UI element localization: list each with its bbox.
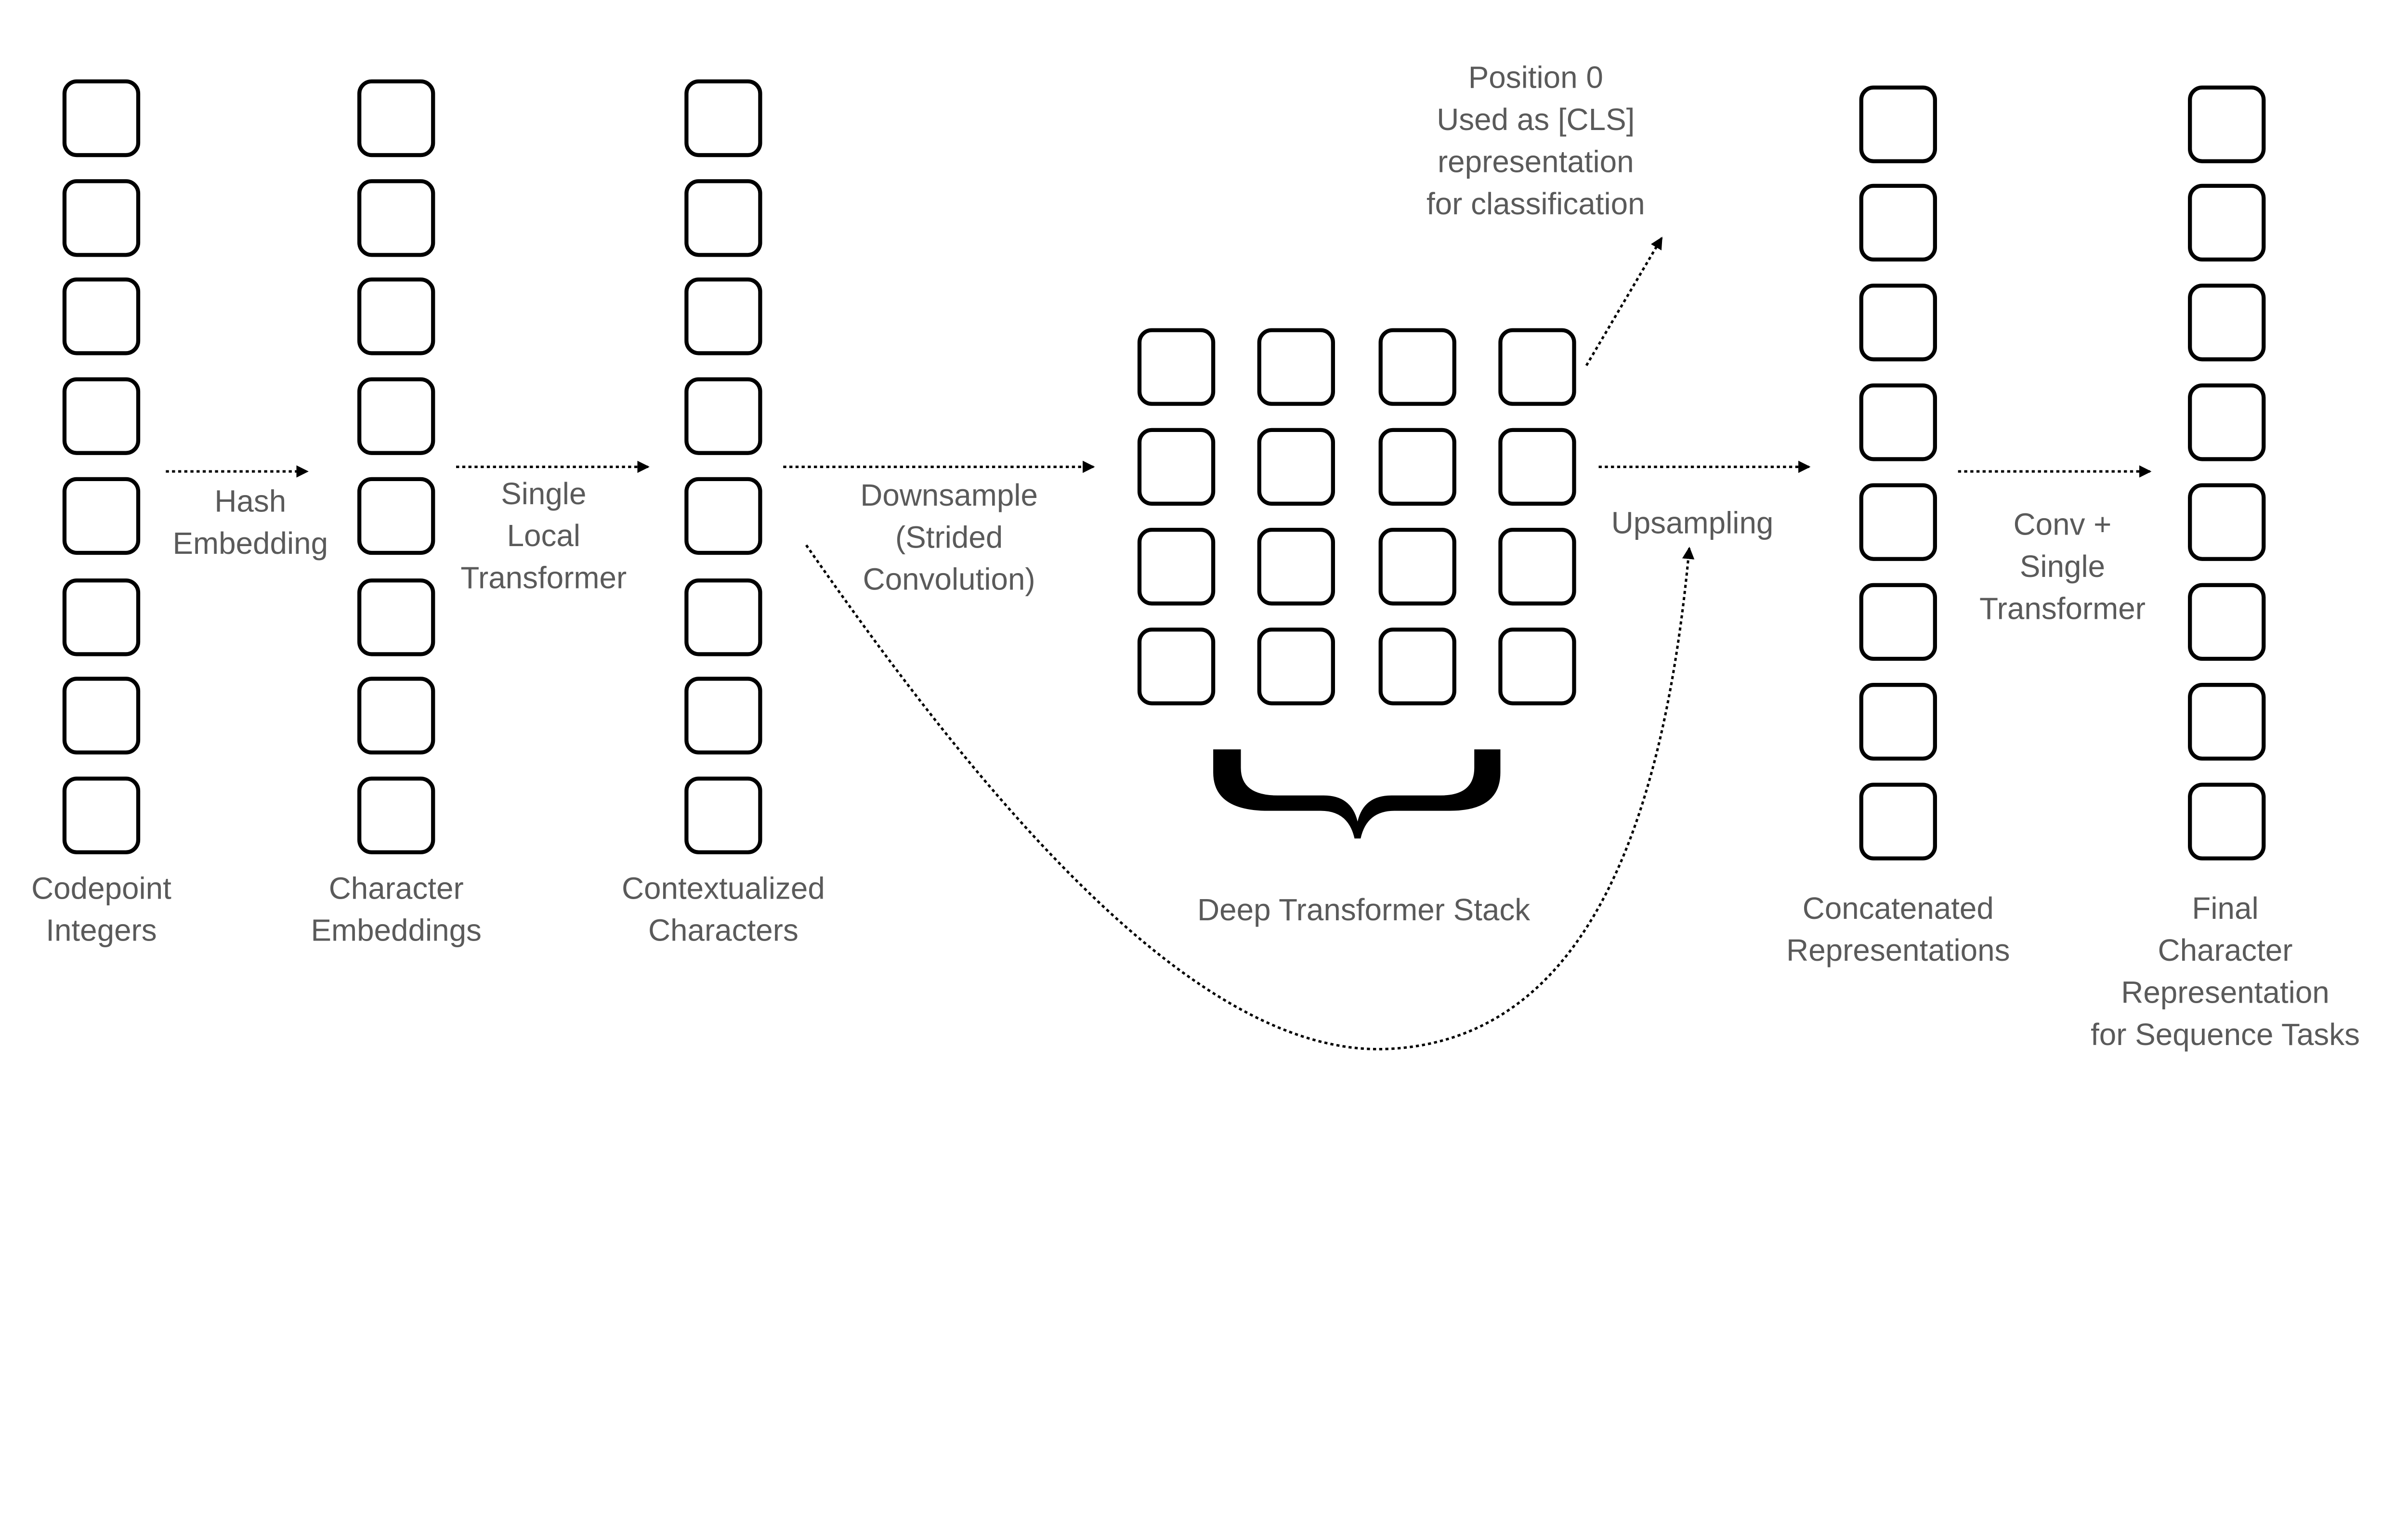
label-concatenated: Representations: [1786, 933, 2010, 967]
codepoint-box: [62, 776, 141, 854]
label-upsampling: Upsampling: [1611, 505, 1774, 540]
label-concatenated: Concatenated: [1803, 891, 1994, 926]
char-embedding-box: [357, 677, 435, 755]
concatenated-rep-box: [1859, 683, 1937, 761]
label-cls: for classification: [1426, 186, 1645, 221]
contextualized-char-box: [684, 677, 762, 755]
contextualized-char-box: [684, 277, 762, 355]
concatenated-rep-box: [1859, 283, 1937, 362]
char-embedding-box: [357, 578, 435, 656]
deep-stack-box: [1137, 627, 1216, 706]
codepoint-box: [62, 377, 141, 455]
label-codepoint: Codepoint: [31, 871, 171, 905]
deep-stack-box: [1378, 428, 1456, 506]
deep-stack-box: [1257, 527, 1335, 606]
deep-stack-box: [1257, 328, 1335, 406]
concatenated-rep-box: [1859, 183, 1937, 262]
label-cls: Used as [CLS]: [1437, 102, 1635, 137]
label-downsample: Downsample: [860, 478, 1038, 512]
codepoint-box: [62, 277, 141, 355]
canine-architecture-diagram: CodepointIntegersCharacterEmbeddingsCont…: [31, 60, 2360, 1052]
deep-stack-box: [1498, 627, 1576, 706]
codepoint-box: [62, 79, 141, 157]
deep-stack-box: [1257, 627, 1335, 706]
deep-stack-box: [1378, 328, 1456, 406]
contextualized-char-box: [684, 79, 762, 157]
arrow-residual-curve: [805, 544, 1695, 1051]
final-rep-box: [2188, 383, 2266, 461]
deep-stack-box: [1498, 428, 1576, 506]
label-local: Transformer: [460, 561, 627, 595]
char-embedding-box: [357, 377, 435, 455]
concatenated-rep-box: [1859, 85, 1937, 163]
deep-stack-box: [1137, 428, 1216, 506]
brace-icon: [1213, 749, 1501, 839]
codepoint-box: [62, 179, 141, 257]
label-hash: Hash: [214, 484, 286, 519]
label-cls: Position 0: [1468, 60, 1603, 95]
contextualized-char-box: [684, 179, 762, 257]
label-cls: representation: [1438, 144, 1634, 179]
label-deep-stack: Deep Transformer Stack: [1197, 892, 1530, 927]
concatenated-rep-box: [1859, 583, 1937, 661]
char-embedding-box: [357, 179, 435, 257]
deep-stack-box: [1378, 627, 1456, 706]
char-embedding-box: [357, 79, 435, 157]
label-codepoint: Integers: [46, 913, 157, 948]
label-final: Final: [2192, 891, 2258, 926]
arrow-cls: [1585, 236, 1663, 366]
label-local: Local: [507, 518, 580, 553]
codepoint-box: [62, 578, 141, 656]
final-rep-box: [2188, 85, 2266, 163]
label-contextualized: Characters: [648, 913, 798, 948]
label-char-emb: Embeddings: [311, 913, 481, 948]
final-rep-box: [2188, 783, 2266, 861]
label-conv: Conv +: [2014, 507, 2112, 542]
codepoint-box: [62, 477, 141, 555]
final-rep-box: [2188, 183, 2266, 262]
label-final: Character: [2158, 933, 2293, 967]
deep-stack-box: [1378, 527, 1456, 606]
deep-stack-box: [1257, 428, 1335, 506]
final-rep-box: [2188, 483, 2266, 561]
char-embedding-box: [357, 277, 435, 355]
char-embedding-box: [357, 776, 435, 854]
label-downsample: Convolution): [863, 562, 1035, 597]
contextualized-char-box: [684, 477, 762, 555]
codepoint-box: [62, 677, 141, 755]
contextualized-char-box: [684, 377, 762, 455]
final-rep-box: [2188, 683, 2266, 761]
deep-stack-box: [1498, 328, 1576, 406]
label-hash: Embedding: [172, 526, 328, 561]
char-embedding-box: [357, 477, 435, 555]
deep-stack-box: [1137, 527, 1216, 606]
label-contextualized: Contextualized: [622, 871, 825, 905]
final-rep-box: [2188, 283, 2266, 362]
concatenated-rep-box: [1859, 383, 1937, 461]
label-final: for Sequence Tasks: [2091, 1017, 2360, 1052]
concatenated-rep-box: [1859, 783, 1937, 861]
deep-stack-box: [1137, 328, 1216, 406]
label-conv: Single: [2020, 549, 2105, 584]
label-downsample: (Strided: [895, 520, 1003, 554]
deep-stack-box: [1498, 527, 1576, 606]
label-final: Representation: [2121, 975, 2329, 1010]
contextualized-char-box: [684, 578, 762, 656]
label-conv: Transformer: [1979, 591, 2146, 626]
label-local: Single: [501, 476, 586, 511]
final-rep-box: [2188, 583, 2266, 661]
concatenated-rep-box: [1859, 483, 1937, 561]
label-char-emb: Character: [329, 871, 464, 905]
contextualized-char-box: [684, 776, 762, 854]
